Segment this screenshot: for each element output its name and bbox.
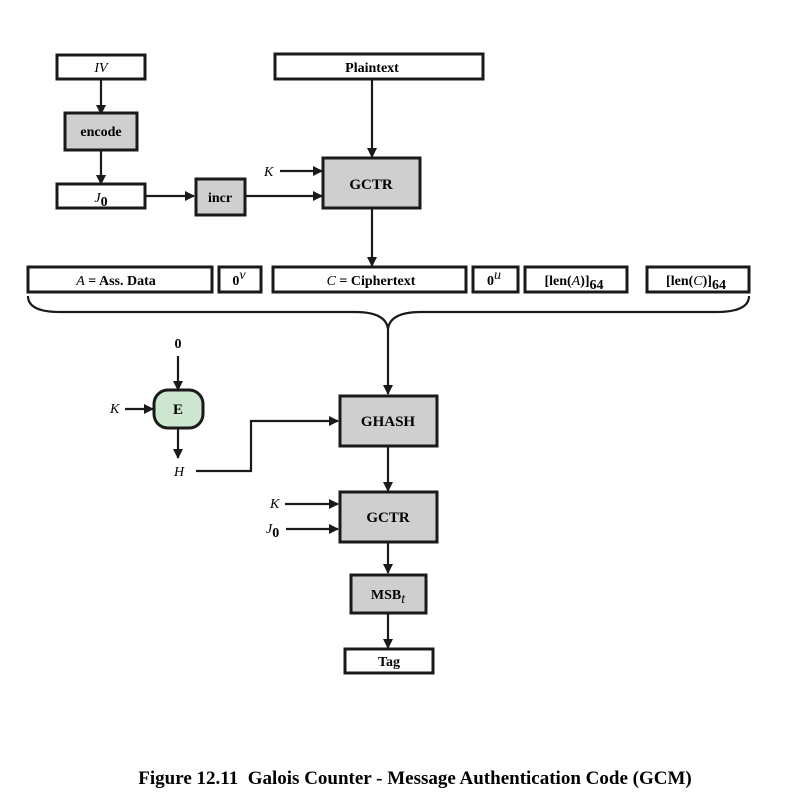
ciphertext-box: C = Ciphertext (271, 265, 468, 294)
input-brace (26, 295, 751, 330)
e-label: E (173, 402, 183, 418)
len-a-box: [len(A)]64 (523, 265, 629, 294)
pad-u-label: 0u (487, 268, 501, 289)
ghash-label: GHASH (361, 414, 416, 430)
gctr-bottom-label: GCTR (366, 510, 410, 526)
ghash-box: GHASH (338, 394, 439, 448)
msb-label: MSBt (371, 588, 406, 607)
iv-label: IV (93, 61, 109, 76)
figure-caption: Figure 12.11 Galois Counter - Message Au… (138, 768, 691, 789)
len-a-label: [len(A)]64 (544, 274, 603, 293)
k-label-e: K (109, 402, 120, 417)
tag-label: Tag (378, 655, 400, 670)
plaintext-box: Plaintext (273, 52, 485, 81)
pad-u-box: 0u (471, 265, 520, 294)
tag-box: Tag (343, 647, 435, 675)
ciphertext-label: C = Ciphertext (327, 274, 416, 289)
encode-box: encode (63, 111, 139, 152)
j0-label-bottom: J0 (266, 522, 279, 541)
msb-box: MSBt (349, 573, 428, 615)
incr-box: incr (194, 177, 247, 217)
j0-box: J0 (55, 182, 147, 210)
plaintext-label: Plaintext (345, 61, 399, 76)
e-box: E (152, 388, 205, 430)
incr-label: incr (208, 191, 232, 206)
gctr-top-label: GCTR (349, 177, 393, 193)
iv-box: IV (55, 53, 147, 81)
pad-v-label: 0v (232, 268, 246, 289)
gctr-top-box: GCTR (321, 156, 422, 210)
zero-label: 0 (175, 337, 182, 352)
encode-label: encode (80, 125, 121, 140)
ass-data-box: A = Ass. Data (26, 265, 214, 294)
len-c-label: [len(C)]64 (666, 274, 726, 293)
arrow-h-ghash (196, 416, 339, 473)
j0-label: J0 (94, 191, 107, 210)
pad-v-box: 0v (217, 265, 263, 294)
h-label: H (173, 465, 185, 480)
k-label-bottom: K (269, 497, 280, 512)
len-c-box: [len(C)]64 (645, 265, 751, 294)
k-label-top: K (263, 165, 274, 180)
gctr-bottom-box: GCTR (338, 490, 439, 544)
ass-data-label: A = Ass. Data (75, 274, 156, 289)
